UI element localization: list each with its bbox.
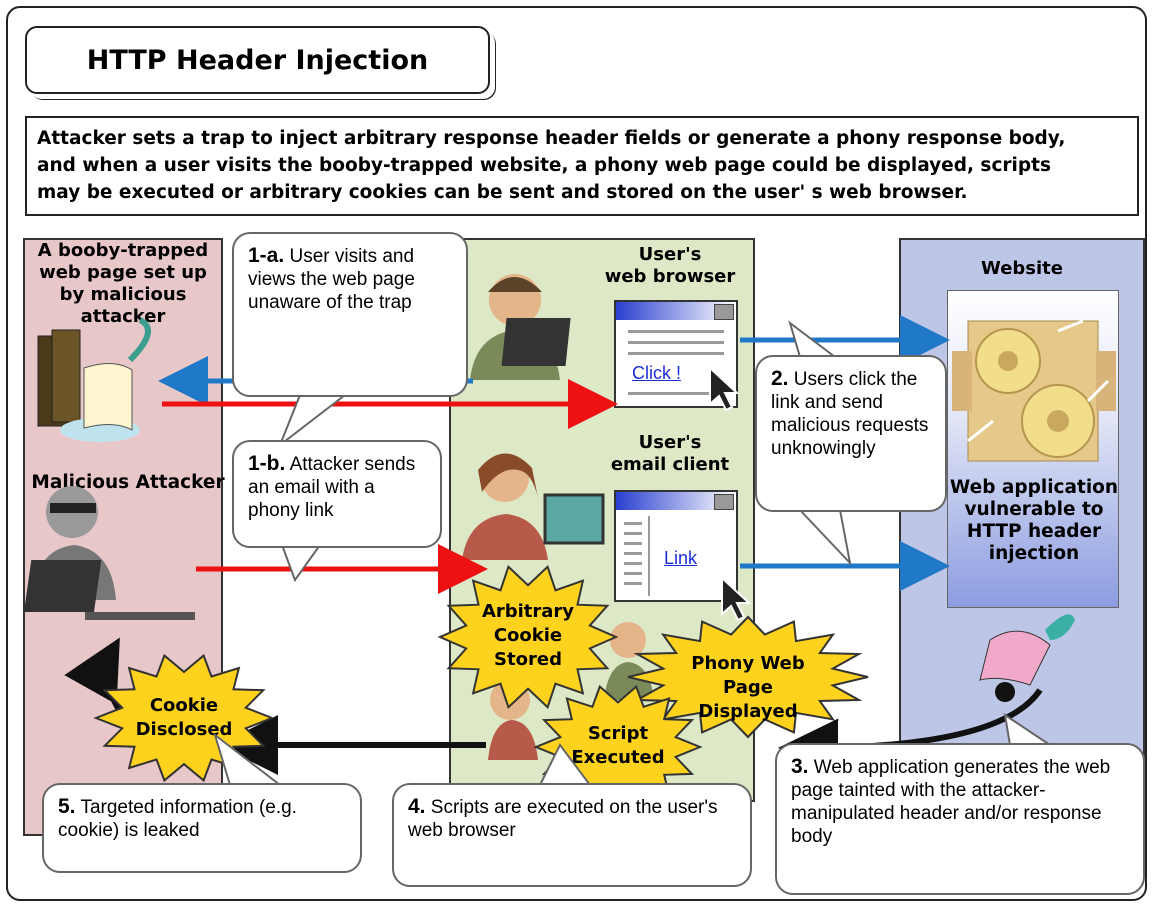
description-box: Attacker sets a trap to inject arbitrary… bbox=[25, 116, 1139, 216]
web-application-box: Web application vulnerable to HTTP heade… bbox=[947, 290, 1119, 608]
user-browser-icon bbox=[470, 274, 571, 380]
page-title: HTTP Header Injection bbox=[25, 26, 490, 94]
web-app-label: Web application vulnerable to HTTP heade… bbox=[949, 477, 1119, 564]
website-label: Website bbox=[980, 258, 1063, 279]
burst-cookie-stored: Arbitrary Cookie Stored bbox=[481, 601, 575, 670]
burst-cookie-disclosed: Cookie Disclosed bbox=[135, 695, 233, 740]
click-link[interactable]: Click ! bbox=[632, 363, 681, 383]
email-client-window: Link bbox=[614, 490, 738, 602]
callout-2: 2. Users click the link and send malicio… bbox=[755, 355, 947, 512]
email-client-label: User's email client bbox=[610, 432, 730, 475]
callout-3: 3. Web application generates the web pag… bbox=[775, 743, 1145, 895]
cursor-icon bbox=[709, 365, 740, 412]
callout-5: 5. Targeted information (e.g. cookie) is… bbox=[42, 783, 362, 873]
browser-label: User's web browser bbox=[604, 244, 736, 287]
burst-phony-page: Phony Web Page Displayed bbox=[691, 653, 805, 722]
trap-server-icon bbox=[37, 317, 151, 442]
phony-link[interactable]: Link bbox=[664, 548, 698, 568]
description-line: Attacker sets a trap to inject arbitrary… bbox=[37, 128, 1066, 149]
browser-window: Click ! bbox=[614, 300, 738, 408]
cursor-icon bbox=[721, 575, 752, 622]
description-line: may be executed or arbitrary cookies can… bbox=[37, 182, 968, 203]
callout-1a: 1-a. User visits and views the web page … bbox=[232, 232, 468, 397]
diagram-frame bbox=[6, 6, 1147, 901]
callout-1b: 1-b. Attacker sends an email with a phon… bbox=[232, 440, 442, 548]
burst-script-executed: Script Executed bbox=[571, 723, 665, 768]
gears-icon bbox=[952, 319, 1116, 462]
description-line: and when a user visits the booby-trapped… bbox=[37, 155, 1051, 176]
attacker-icon bbox=[23, 486, 195, 620]
tainted-scroll-icon bbox=[979, 614, 1075, 702]
booby-trap-label: A booby-trapped web page set up by malic… bbox=[37, 240, 209, 327]
callout-4: 4. Scripts are executed on the user's we… bbox=[392, 783, 752, 887]
